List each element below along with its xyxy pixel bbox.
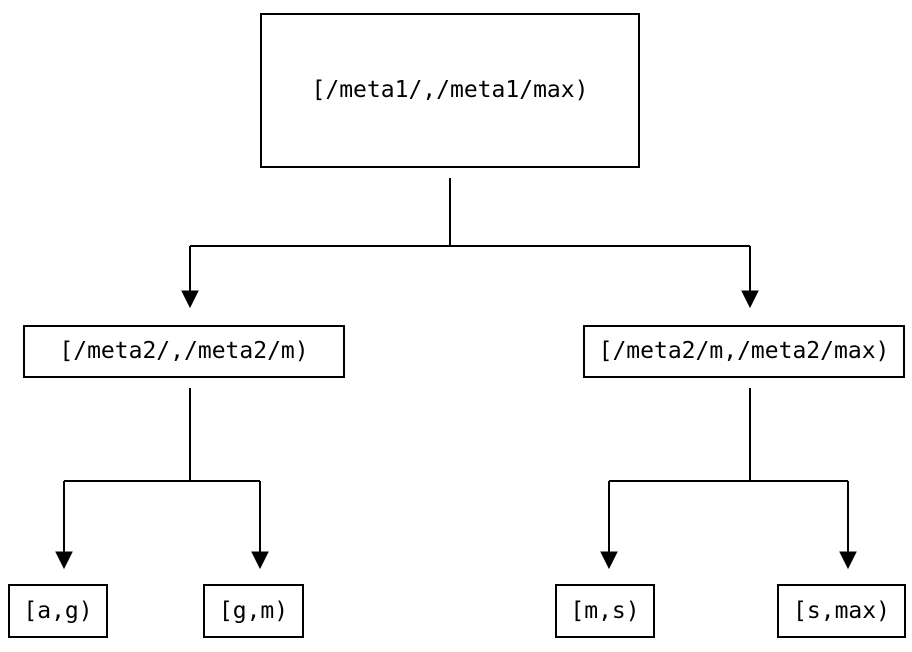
arrowhead-icon xyxy=(251,551,269,570)
node-meta2-high-range: [/meta2/m,/meta2/max) xyxy=(583,325,905,378)
node-leaf-s-max: [s,max) xyxy=(777,584,906,638)
arrowhead-icon xyxy=(55,551,73,570)
node-label: [/meta1/,/meta1/max) xyxy=(311,77,589,103)
node-label: [a,g) xyxy=(23,597,93,624)
node-leaf-a-g: [a,g) xyxy=(8,584,108,638)
node-label: [/meta2/m,/meta2/max) xyxy=(598,338,890,364)
arrowhead-icon xyxy=(839,551,857,570)
node-leaf-g-m: [g,m) xyxy=(203,584,304,638)
node-root-meta1-range: [/meta1/,/meta1/max) xyxy=(260,13,640,168)
node-label: [/meta2/,/meta2/m) xyxy=(59,338,309,364)
node-leaf-m-s: [m,s) xyxy=(555,584,655,638)
arrowhead-icon xyxy=(600,551,618,570)
arrowhead-icon xyxy=(741,290,759,309)
node-label: [g,m) xyxy=(218,597,289,624)
arrowhead-icon xyxy=(181,290,199,309)
node-meta2-low-range: [/meta2/,/meta2/m) xyxy=(23,325,345,378)
node-label: [s,max) xyxy=(793,597,890,624)
node-label: [m,s) xyxy=(570,597,640,624)
